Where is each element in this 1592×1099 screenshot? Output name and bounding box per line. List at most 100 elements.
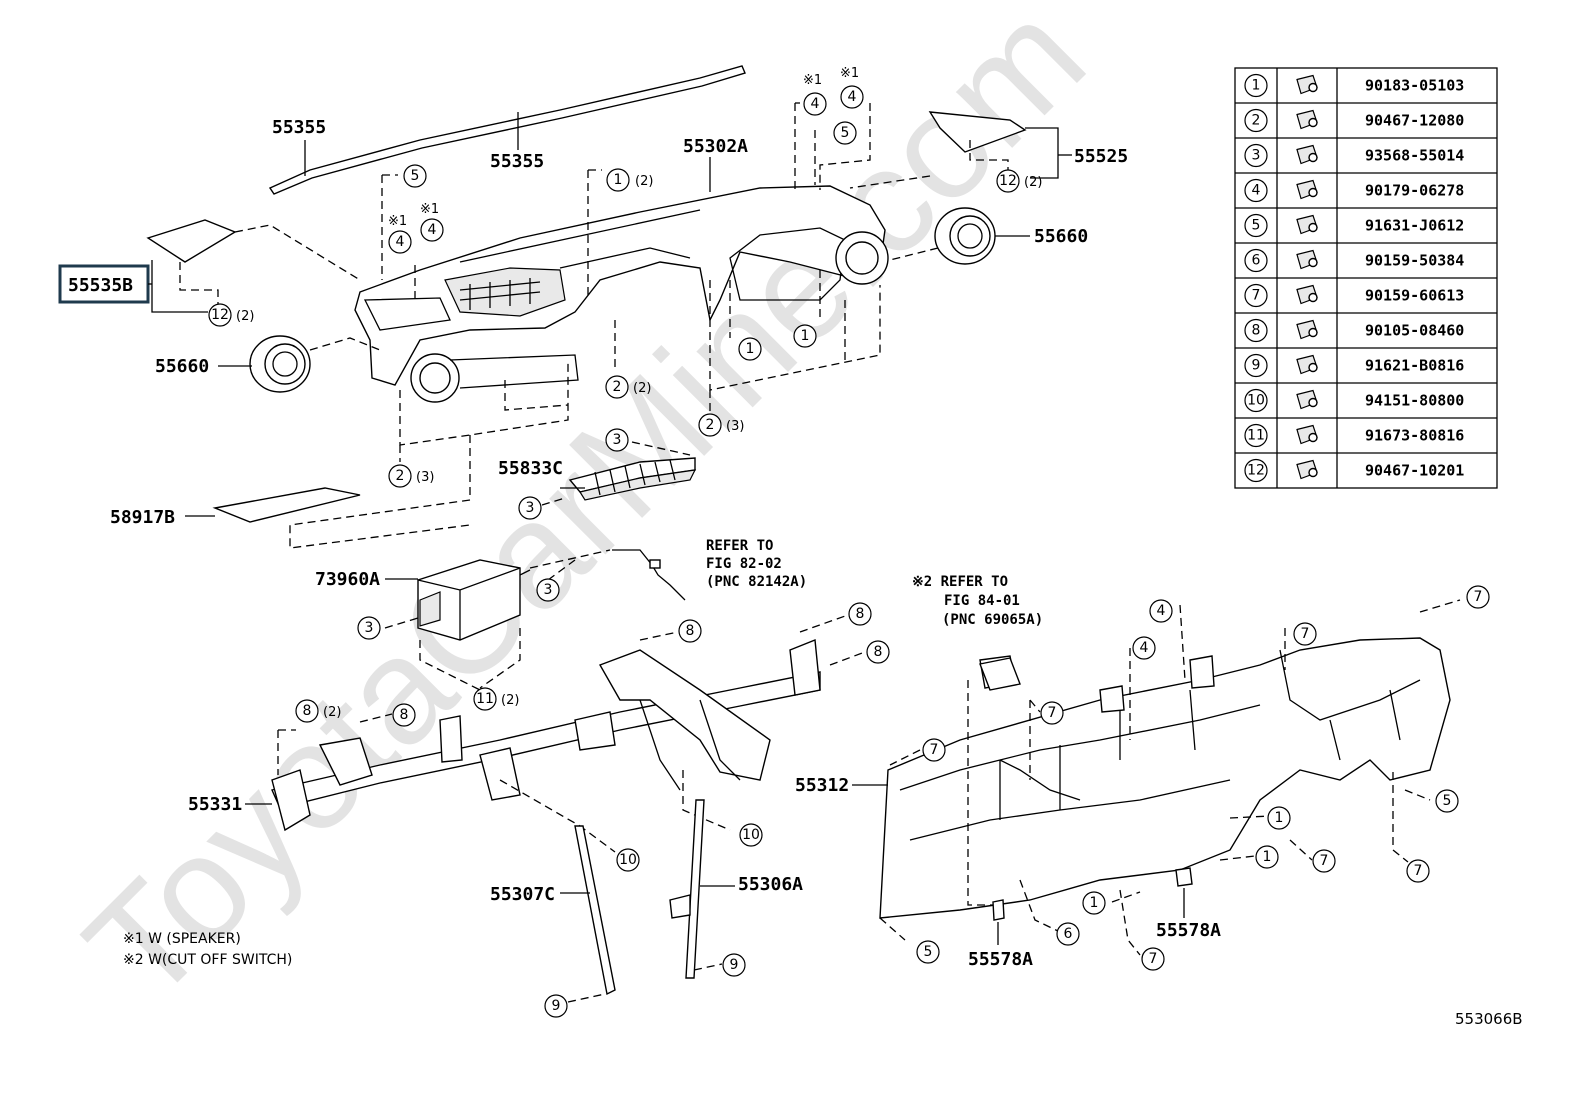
callout-8[interactable]: 8: [678, 619, 702, 643]
callout-1[interactable]: 1: [793, 324, 817, 348]
label-73960A[interactable]: 73960A: [315, 569, 380, 590]
callout-1[interactable]: 1: [606, 168, 630, 192]
table-callout-number: 6: [1252, 253, 1261, 269]
part-55578A-clip-right[interactable]: [1175, 867, 1193, 887]
callout-8[interactable]: 8: [295, 699, 319, 723]
label-55578A-right[interactable]: 55578A: [1156, 920, 1221, 941]
callout-7[interactable]: 7: [1040, 701, 1064, 725]
table-callout-circle: [1244, 178, 1268, 203]
cut-off-switch-part[interactable]: [979, 657, 1021, 691]
callout-4[interactable]: 4: [1149, 599, 1173, 623]
callout-9[interactable]: 9: [544, 994, 568, 1018]
label-55331[interactable]: 55331: [188, 794, 242, 815]
callout-2[interactable]: 2: [698, 413, 722, 437]
fastener-icon: [1296, 354, 1318, 375]
callout-4[interactable]: 4: [388, 230, 412, 254]
callout-12[interactable]: 12: [996, 169, 1020, 193]
callout-8[interactable]: 8: [848, 602, 872, 626]
callout-1[interactable]: 1: [738, 337, 762, 361]
part-55525-cap[interactable]: [928, 111, 1027, 153]
callout-6[interactable]: 6: [1056, 922, 1080, 946]
label-55660-right[interactable]: 55660: [1034, 226, 1088, 247]
part-55306A-brace[interactable]: [685, 799, 705, 979]
label-55660-left[interactable]: 55660: [155, 356, 209, 377]
callout-5[interactable]: 5: [1435, 789, 1459, 813]
callout-3[interactable]: 3: [605, 428, 629, 452]
part-55660-right-vent[interactable]: [934, 207, 996, 265]
callout-7[interactable]: 7: [1466, 585, 1490, 609]
part-55302A-dash-panel[interactable]: [354, 185, 889, 403]
callout-3[interactable]: 3: [536, 578, 560, 602]
callout-5[interactable]: 5: [833, 121, 857, 145]
callout-9[interactable]: 9: [722, 953, 746, 977]
callout-4[interactable]: 4: [1132, 636, 1156, 660]
callout-3[interactable]: 3: [357, 616, 381, 640]
refer-note-fig-84-01[interactable]: ※2 REFER TO FIG 84-01 (PNC 69065A): [912, 574, 1043, 628]
fastener-icon: [1296, 389, 1318, 410]
label-55578A-left[interactable]: 55578A: [968, 949, 1033, 970]
table-callout-number: 12: [1247, 463, 1265, 479]
callout-12[interactable]: 12: [208, 303, 232, 327]
part-55355-strip[interactable]: [268, 65, 746, 195]
qty-2: (2): [633, 381, 651, 396]
callout-1[interactable]: 1: [1255, 845, 1279, 869]
callout-5[interactable]: 5: [403, 164, 427, 188]
label-55525[interactable]: 55525: [1074, 146, 1128, 167]
callout-7[interactable]: 7: [1406, 859, 1430, 883]
callout-4[interactable]: 4: [803, 92, 827, 116]
callout-10[interactable]: 10: [739, 823, 763, 847]
callout-2[interactable]: 2: [388, 464, 412, 488]
table-part-number: 94151-80800: [1365, 392, 1464, 410]
part-55307C-brace[interactable]: [574, 825, 616, 996]
part-55312-lower-panel[interactable]: [879, 637, 1451, 919]
callout-7[interactable]: 7: [1141, 947, 1165, 971]
part-55833C[interactable]: [568, 457, 697, 501]
callout-7[interactable]: 7: [1293, 622, 1317, 646]
callout-1[interactable]: 1: [1267, 806, 1291, 830]
svg-text:4: 4: [428, 222, 437, 238]
label-55355-b[interactable]: 55355: [490, 151, 544, 172]
label-55535B[interactable]: 55535B: [68, 275, 133, 296]
part-73960A-airbag[interactable]: [417, 559, 531, 641]
callout-5[interactable]: 5: [916, 940, 940, 964]
part-55660-left-vent[interactable]: [249, 335, 311, 393]
part-58917B-pad[interactable]: [212, 487, 361, 523]
callout-7[interactable]: 7: [922, 738, 946, 762]
label-55307C[interactable]: 55307C: [490, 884, 555, 905]
label-55302A[interactable]: 55302A: [683, 136, 748, 157]
label-55306A[interactable]: 55306A: [738, 874, 803, 895]
label-55833C[interactable]: 55833C: [498, 458, 563, 479]
label-58917B[interactable]: 58917B: [110, 507, 175, 528]
callout-3[interactable]: 3: [518, 496, 542, 520]
callout-2[interactable]: 2: [605, 375, 629, 399]
callout-10[interactable]: 10: [616, 848, 640, 872]
callout-7[interactable]: 7: [1312, 849, 1336, 873]
callout-8[interactable]: 8: [392, 703, 416, 727]
part-55535B-cap[interactable]: [146, 219, 237, 263]
callout-4[interactable]: 4: [840, 85, 864, 109]
label-55355-a[interactable]: 55355: [272, 117, 326, 138]
callouts: 5 1 (2) ※1 ※1 4 4 12 (2) 2 (2) 2 (3) 2 (…: [208, 66, 1490, 1018]
callout-1[interactable]: 1: [1082, 891, 1106, 915]
table-part-number: 90467-10201: [1365, 462, 1464, 480]
callout-4[interactable]: 4: [420, 218, 444, 242]
table-row[interactable]: 12 90467-10201: [1235, 452, 1497, 488]
label-55312[interactable]: 55312: [795, 775, 849, 796]
part-55578A-clip-left[interactable]: [992, 899, 1005, 921]
part-55331-reinforcement[interactable]: [271, 639, 821, 832]
callout-8[interactable]: 8: [866, 640, 890, 664]
svg-text:1: 1: [801, 328, 810, 344]
callout-11[interactable]: 11: [473, 687, 497, 711]
refer-note-fig-82-02[interactable]: REFER TO FIG 82-02 (PNC 82142A): [706, 538, 807, 590]
